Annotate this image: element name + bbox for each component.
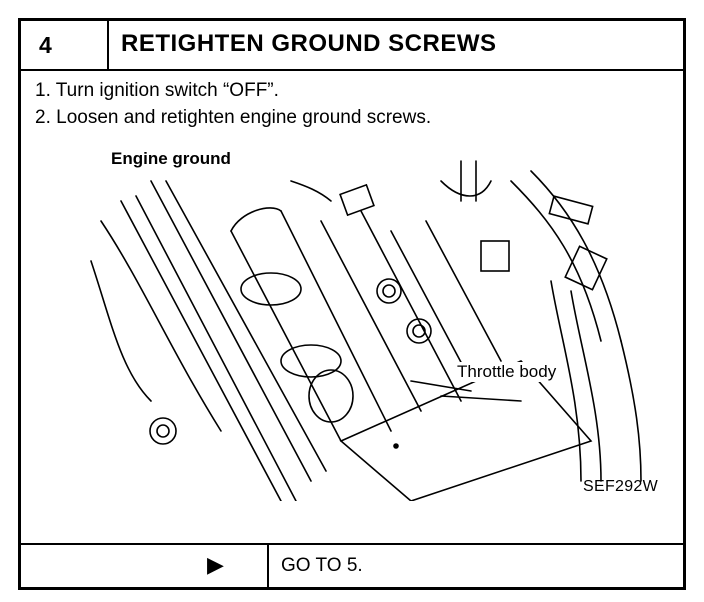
- instruction-item: 2. Loosen and retighten engine ground sc…: [35, 107, 432, 128]
- figure-code: SEF292W: [583, 478, 659, 495]
- instruction-item: 1. Turn ignition switch “OFF”.: [35, 80, 279, 101]
- procedure-table: 4 RETIGHTEN GROUND SCREWS 1. Turn igniti…: [18, 18, 686, 590]
- instruction-list: 1. Turn ignition switch “OFF”. 2. Loosen…: [35, 77, 431, 131]
- engine-ground-label: Engine ground: [111, 149, 231, 168]
- next-step-arrow-cell: ▶: [21, 545, 269, 587]
- engine-illustration: [90, 160, 642, 501]
- next-step-link[interactable]: GO TO 5.: [281, 555, 363, 576]
- step-number: 4: [21, 21, 109, 69]
- next-step-row: ▶ GO TO 5.: [21, 543, 683, 587]
- step-header: 4 RETIGHTEN GROUND SCREWS: [21, 21, 683, 71]
- play-arrow-icon: ▶: [207, 552, 224, 577]
- step-title: RETIGHTEN GROUND SCREWS: [121, 30, 497, 57]
- throttle-body-label: Throttle body: [455, 362, 559, 382]
